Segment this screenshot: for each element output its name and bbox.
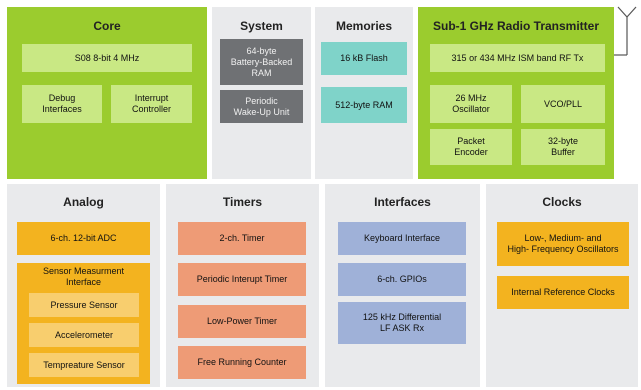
temperature-sensor-block: Tempreature Sensor [29, 353, 139, 377]
memories-title: Memories [335, 19, 393, 33]
timers-title: Timers [222, 195, 263, 209]
cpu-label: S08 8-bit 4 MHz [74, 52, 140, 63]
interfaces-title: Interfaces [374, 195, 431, 209]
pressure-sensor-block: Pressure Sensor [29, 293, 139, 317]
gpio-block: 6-ch. GPIOs [338, 263, 466, 296]
free-running-counter-block: Free Running Counter [178, 346, 306, 379]
core-title: Core [93, 19, 121, 33]
analog-title: Analog [63, 195, 104, 209]
accelerometer-block: Accelerometer [29, 323, 139, 347]
cpu-block: S08 8-bit 4 MHz [22, 44, 192, 72]
adc-block: 6-ch. 12-bit ADC [17, 222, 150, 255]
interfaces-panel: Interfaces Keyboard Interface 6-ch. GPIO… [325, 184, 480, 387]
periodic-interrupt-timer-block: Periodic Interupt Timer [178, 263, 306, 296]
analog-panel: Analog 6-ch. 12-bit ADC Sensor Measurmen… [7, 184, 160, 387]
antenna-icon [614, 6, 637, 56]
radio-panel: Sub-1 GHz Radio Transmitter 315 or 434 M… [418, 7, 614, 179]
two-ch-timer-block: 2-ch. Timer [178, 222, 306, 255]
low-power-timer-block: Low-Power Timer [178, 305, 306, 338]
internal-reference-clocks-block: Internal Reference Clocks [497, 276, 629, 309]
memories-panel: Memories 16 kB Flash 512-byte RAM [315, 7, 413, 179]
flash-block: 16 kB Flash [321, 42, 407, 75]
clocks-title: Clocks [542, 195, 582, 209]
keyboard-interface-block: Keyboard Interface [338, 222, 466, 255]
rf-band-block: 315 or 434 MHz ISM band RF Tx [430, 44, 605, 72]
radio-title: Sub-1 GHz Radio Transmitter [432, 19, 600, 33]
timers-panel: Timers 2-ch. Timer Periodic Interupt Tim… [166, 184, 319, 387]
vco-pll-block: VCO/PLL [521, 85, 605, 123]
ram-block: 512-byte RAM [321, 87, 407, 123]
system-title: System [240, 19, 283, 33]
